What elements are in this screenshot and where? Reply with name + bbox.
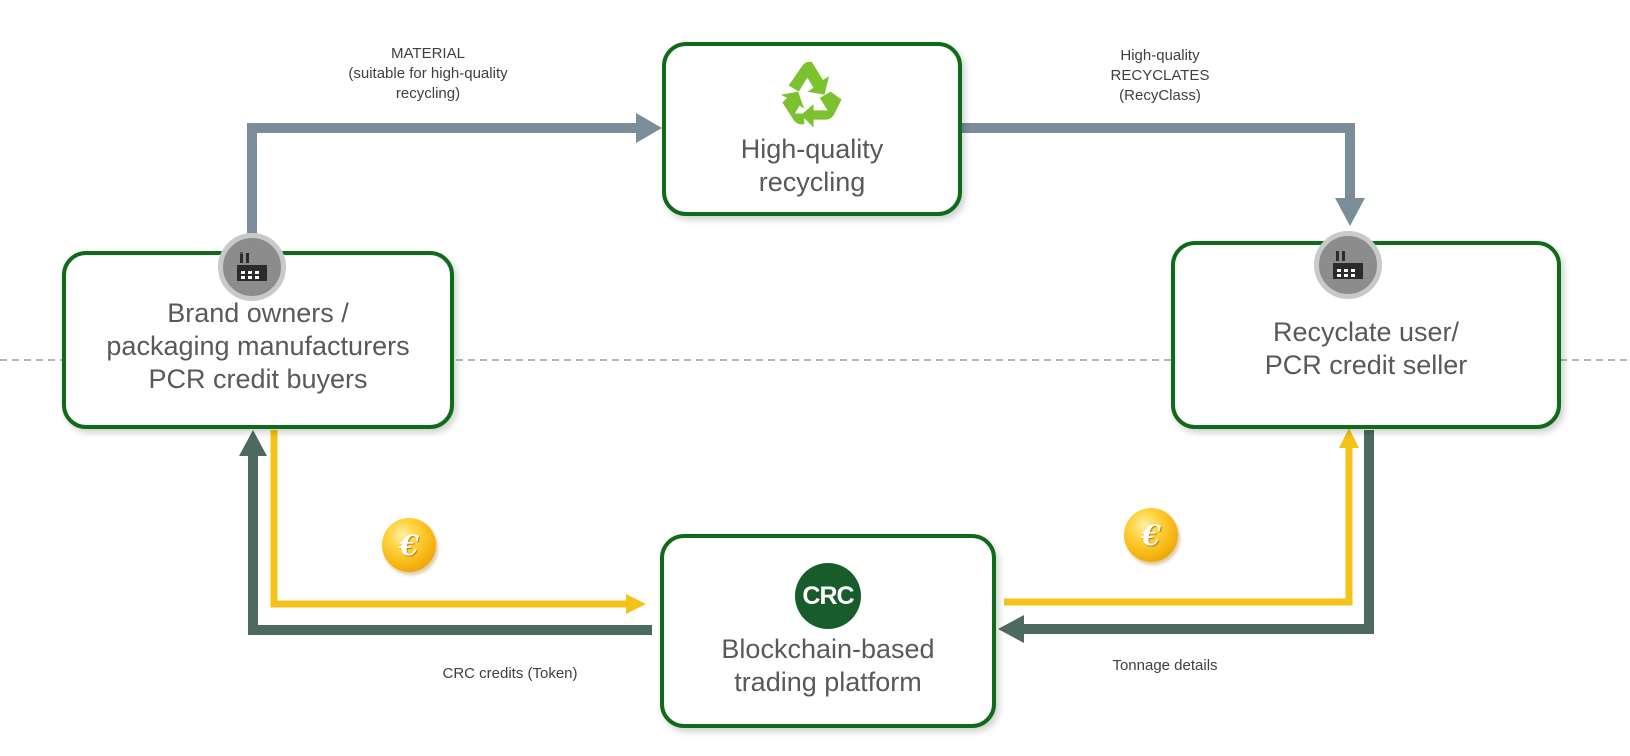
recyclate-user-factory-badge — [1314, 231, 1382, 299]
euro-coin-left: € — [382, 518, 436, 572]
factory-icon — [1333, 251, 1363, 279]
crc-credits-flow-arrowhead — [239, 430, 267, 456]
brand-owners-node-title: Brand owners / packaging manufacturers P… — [106, 297, 410, 394]
platform-node-title: Blockchain-based trading platform — [721, 634, 935, 697]
brand-owners-factory-badge — [218, 233, 286, 301]
payment-flow-right-arrow — [1004, 446, 1353, 606]
material-flow-arrowhead — [636, 113, 662, 143]
payment-flow-left-arrowhead — [626, 594, 646, 614]
tonnage-flow-arrowhead — [998, 615, 1024, 643]
crc-credits-flow-arrow — [248, 454, 652, 635]
recyclates-flow-label: High-quality RECYCLATES (RecyClass) — [1110, 47, 1210, 104]
factory-icon — [237, 252, 267, 281]
recycling-node: High-quality recycling — [662, 42, 962, 216]
recycling-node-title: High-quality recycling — [740, 134, 884, 197]
tonnage-flow-label: Tonnage details — [1112, 657, 1218, 674]
crc-logo: CRC — [795, 563, 861, 629]
tonnage-flow-arrow — [1022, 430, 1374, 634]
recycle-icon — [780, 61, 842, 128]
material-flow-label: MATERIAL (suitable for high-quality recy… — [348, 45, 508, 102]
euro-coin-right: € — [1124, 508, 1178, 562]
platform-node: CRC Blockchain-based trading platform — [660, 534, 996, 728]
recyclates-flow-arrowhead — [1335, 198, 1365, 226]
material-flow-arrow — [247, 123, 638, 240]
payment-flow-left-arrow — [270, 430, 628, 608]
recyclate-user-node-title: Recyclate user/ PCR credit seller — [1264, 317, 1468, 380]
payment-flow-right-arrowhead — [1339, 428, 1359, 448]
crc-credits-flow-label: CRC credits (Token) — [442, 665, 578, 682]
recyclates-flow-arrow — [962, 123, 1355, 200]
